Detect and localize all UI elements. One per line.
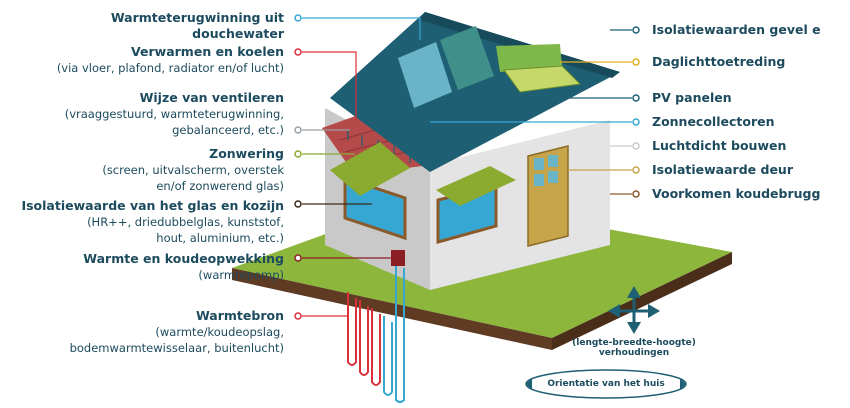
label-title: Warmtebron [195, 308, 284, 323]
label-title: Zonwering [209, 146, 284, 161]
label-title: Warmteterugwinning uit douchewater [110, 10, 284, 41]
label-title: Isolatiewaarde van het glas en kozijn [21, 198, 284, 213]
label-subtitle: (HR++, driedubbelglas, kunststof, [87, 215, 284, 229]
label-title: Wijze van ventileren [139, 90, 284, 105]
four-way-arrows-icon [608, 286, 660, 334]
label-title: Warmte en koudeopwekking [83, 251, 284, 266]
solar-collector-panel [398, 42, 452, 108]
label-subtitle: bodemwarmtewisselaar, buitenlucht) [69, 341, 284, 355]
label-subtitle: (via vloer, plafond, radiator en/of luch… [56, 61, 284, 75]
label-subtitle: en/of zonwerend glas) [156, 179, 284, 193]
label-subtitle: hout, aluminium, etc.) [156, 231, 284, 245]
label-facade-insulation: Isolatiewaarden gevel e [652, 22, 821, 37]
label-sun-shading: Zonwering (screen, uitvalscherm, overste… [20, 146, 284, 194]
label-daylight: Daglichttoetreding [652, 54, 786, 69]
right-leader-dots [632, 26, 640, 198]
label-solar-collectors: Zonnecollectoren [652, 114, 775, 129]
label-heat-source: Warmtebron (warmte/koudeopslag, bodemwar… [20, 308, 284, 356]
label-ventilation: Wijze van ventileren (vraaggestuurd, war… [20, 90, 284, 138]
ground-front-edge [232, 268, 552, 350]
label-heating-cooling: Verwarmen en koelen (via vloer, plafond,… [20, 44, 284, 76]
label-shower-heat-recovery: Warmteterugwinning uit douchewater [20, 10, 284, 42]
left-awning [330, 142, 410, 196]
label-glass-frame-insulation: Isolatiewaarde van het glas en kozijn (H… [20, 198, 284, 246]
orientation-caption: Orientatie van het huis [547, 379, 665, 389]
ground-side-edge [552, 252, 732, 350]
left-leader-dots [294, 14, 302, 320]
label-subtitle: (warmtepomp) [198, 268, 284, 282]
label-airtight-building: Luchtdicht bouwen [652, 138, 787, 153]
label-subtitle: gebalanceerd, etc.) [172, 123, 284, 137]
label-pv-panels: PV panelen [652, 90, 732, 105]
label-thermal-bridges: Voorkomen koudebrugg [652, 186, 821, 201]
heat-pump-box [391, 250, 405, 266]
label-subtitle: (screen, uitvalscherm, overstek [102, 163, 284, 177]
skylight [496, 44, 562, 72]
label-subtitle: (vraaggestuurd, warmteterugwinning, [64, 107, 284, 121]
pv-panel [440, 26, 494, 90]
ground-heat-loops [347, 266, 405, 403]
label-title: Verwarmen en koelen [131, 44, 284, 59]
label-door-insulation: Isolatiewaarde deur [652, 162, 793, 177]
right-awning [436, 166, 516, 206]
label-heat-cold-generation: Warmte en koudeopwekking (warmtepomp) [20, 251, 284, 283]
proportions-caption: (lengte-breedte-hoogte) verhoudingen [572, 338, 696, 358]
label-subtitle: (warmte/koudeopslag, [155, 325, 284, 339]
